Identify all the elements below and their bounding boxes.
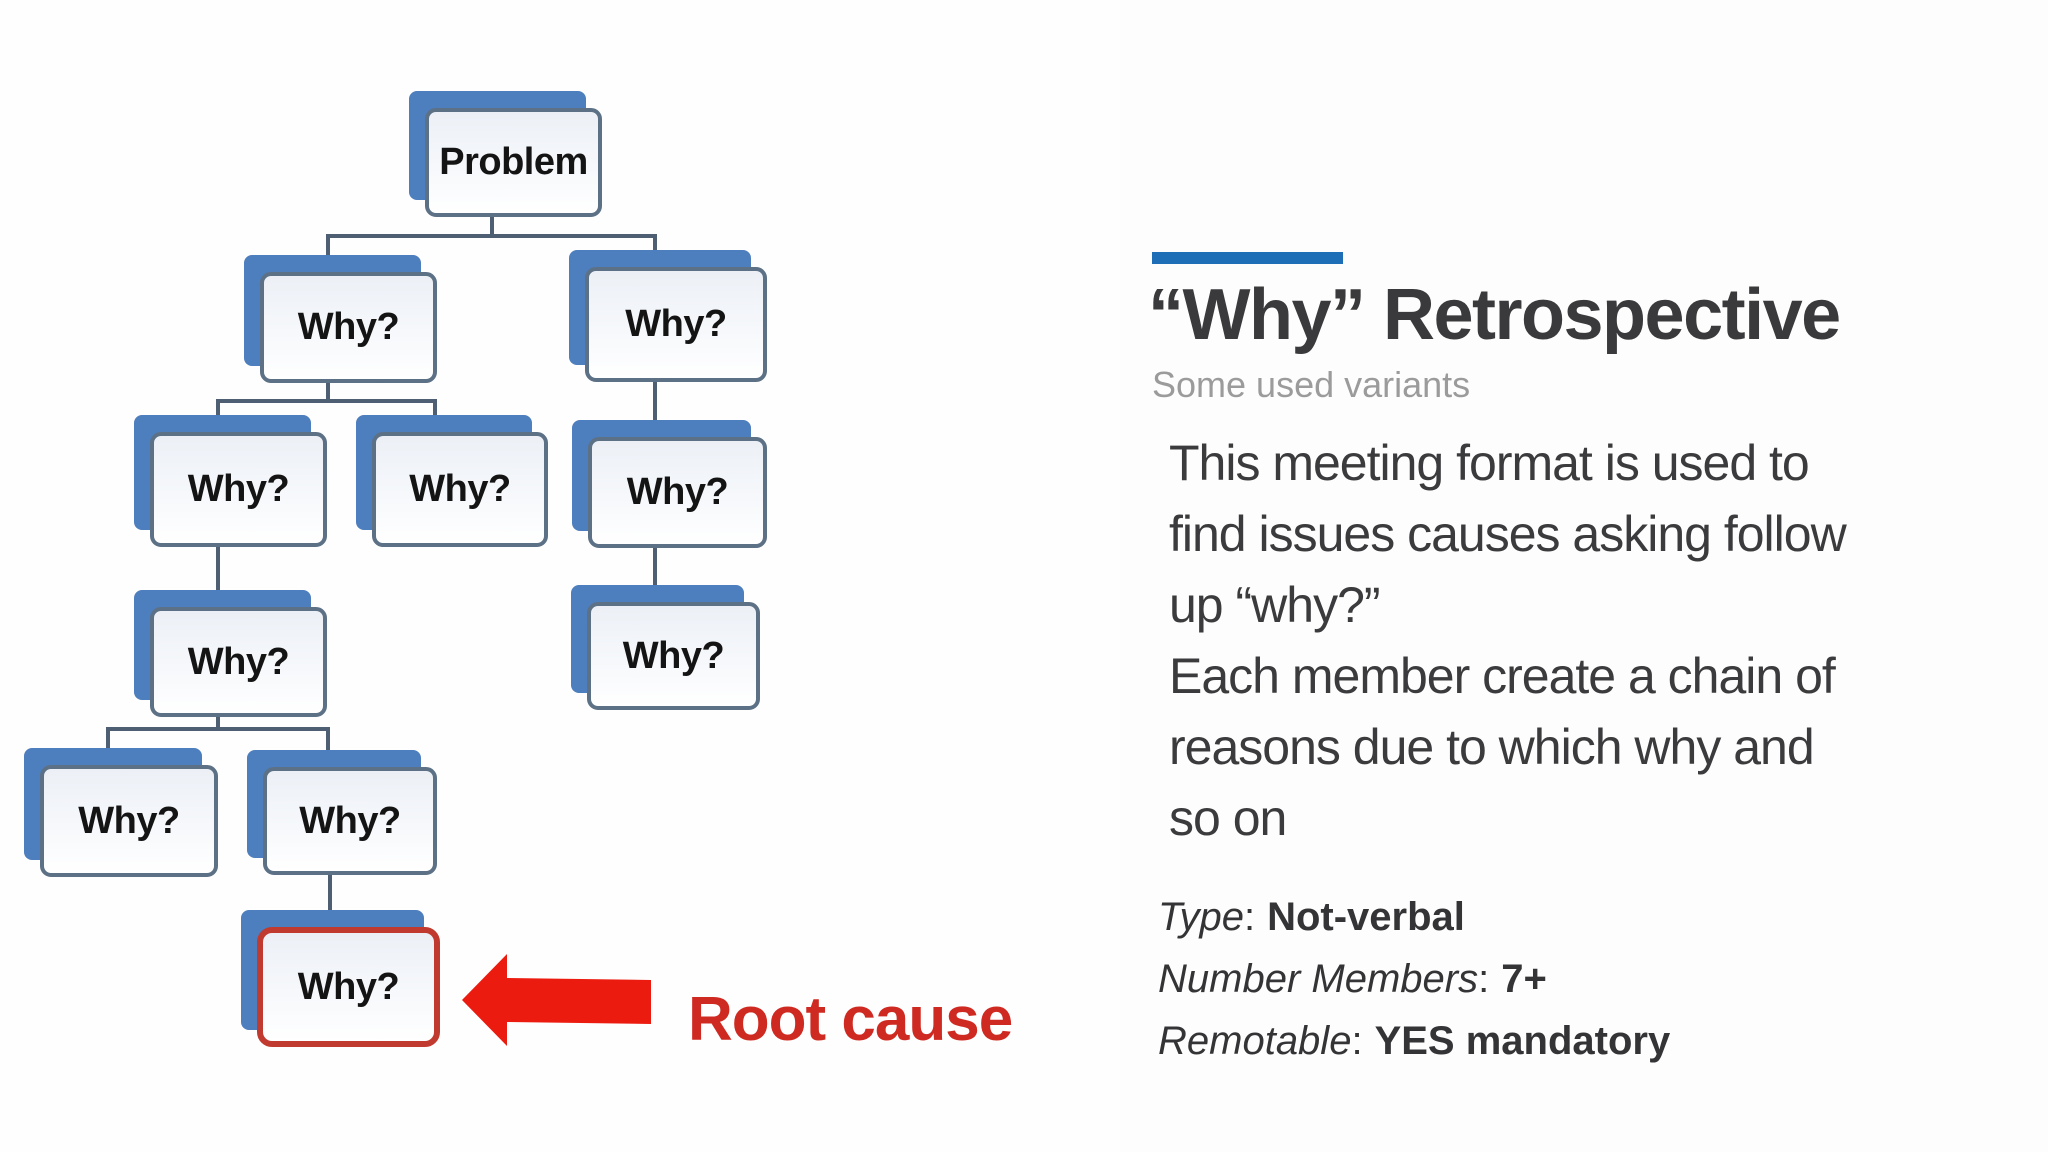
meta-label: Number Members <box>1158 957 1479 1001</box>
node-label: Why? <box>297 965 400 1008</box>
page-subtitle: Some used variants <box>1152 364 1471 405</box>
node-why-l4-right: Why? <box>571 585 760 710</box>
node-problem: Problem <box>409 91 602 217</box>
meta-list: Type:Not-verbal Number Members:7+ Remota… <box>1158 886 1670 1072</box>
node-why-root: Why? <box>241 910 440 1047</box>
meta-value: YES mandatory <box>1374 1019 1671 1063</box>
node-label: Problem <box>439 141 588 183</box>
node-label: Why? <box>299 799 401 842</box>
node-label: Why? <box>297 306 400 348</box>
node-label: Why? <box>626 471 729 513</box>
meta-separator: : <box>1351 1019 1363 1063</box>
node-face: Why? <box>260 272 437 383</box>
accent-bar <box>1152 252 1343 264</box>
meta-label: Remotable <box>1158 1019 1352 1063</box>
node-why-l5-left: Why? <box>24 748 218 877</box>
node-why-l3-left: Why? <box>134 415 327 547</box>
meta-row-number-members: Number Members:7+ <box>1158 948 1670 1010</box>
node-label: Why? <box>409 468 511 510</box>
node-face: Why? <box>587 602 760 710</box>
text-panel: “Why” Retrospective Some used variants T… <box>1148 0 2012 1152</box>
node-face: Why? <box>257 927 440 1047</box>
meta-separator: : <box>1243 895 1256 939</box>
node-why-l2-left: Why? <box>244 255 437 383</box>
node-face: Why? <box>588 437 767 548</box>
meta-value: Not-verbal <box>1267 895 1465 939</box>
node-face: Why? <box>150 432 327 547</box>
node-label: Why? <box>78 799 180 842</box>
node-why-l3-right: Why? <box>572 420 767 548</box>
description-text: This meeting format is used to find issu… <box>1169 435 1847 846</box>
node-why-l2-right: Why? <box>569 250 767 382</box>
node-face: Why? <box>150 607 327 717</box>
node-face: Why? <box>372 432 548 547</box>
node-label: Why? <box>622 634 725 677</box>
node-why-l3-mid: Why? <box>356 415 548 547</box>
meta-separator: : <box>1478 957 1490 1001</box>
root-cause-arrow-icon <box>462 954 651 1046</box>
meta-row-type: Type:Not-verbal <box>1158 886 1670 948</box>
node-label: Why? <box>187 640 290 683</box>
node-face: Why? <box>263 767 437 875</box>
node-face: Problem <box>425 108 602 217</box>
meta-label: Type <box>1158 895 1244 939</box>
node-why-l4-left: Why? <box>134 590 327 717</box>
meta-row-remotable: Remotable:YES mandatory <box>1158 1010 1670 1072</box>
node-face: Why? <box>585 267 767 382</box>
page-title: “Why” Retrospective <box>1148 275 1841 355</box>
node-face: Why? <box>40 765 218 877</box>
node-label: Why? <box>187 468 290 510</box>
root-cause-label: Root cause <box>688 985 1013 1054</box>
node-label: Why? <box>625 303 727 345</box>
meta-value: 7+ <box>1501 957 1547 1001</box>
node-why-l5-mid: Why? <box>247 750 437 875</box>
